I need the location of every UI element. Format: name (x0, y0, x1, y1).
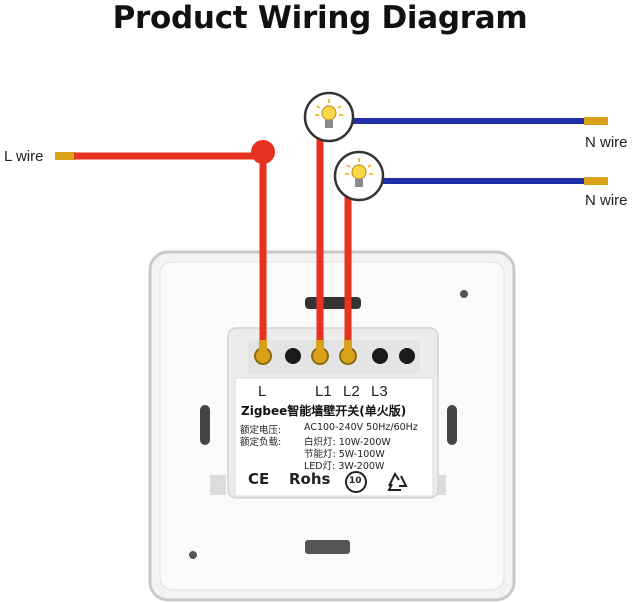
l-wire-tip (55, 152, 75, 160)
page-title: Product Wiring Diagram (112, 0, 528, 36)
light-bulb-icon (303, 91, 355, 143)
terminal-strip (248, 340, 420, 374)
terminal-label-l1: L1 (315, 383, 332, 400)
terminal-screw-L2 (339, 347, 357, 365)
spec-key: 额定负载: (240, 437, 282, 448)
recycle-icon (387, 472, 408, 491)
corner-hole (460, 290, 468, 298)
l2-wire-end (344, 340, 352, 350)
terminal-screw (372, 348, 388, 364)
neutral-wire-2-tip (584, 177, 608, 185)
terminal-label-l2: L2 (343, 383, 360, 400)
terminal-screw (285, 348, 301, 364)
terminal-label-l: L (258, 383, 267, 400)
bottom-slot (305, 540, 350, 554)
spec-value: LED灯: 3W-200W (304, 461, 385, 472)
spec-key: 额定电压: (240, 425, 282, 436)
side-slot-right (447, 405, 457, 445)
corner-hole (189, 551, 197, 559)
ten-year-badge (345, 471, 367, 493)
neutral-wire-1-tip (584, 117, 608, 125)
l-wire-end (259, 340, 267, 350)
ce-mark: CE (248, 470, 270, 488)
light-bulb-icon (333, 150, 385, 202)
terminal-label-l3: L3 (371, 383, 388, 400)
spec-value: AC100-240V 50Hz/60Hz (304, 422, 418, 433)
top-slot (305, 297, 361, 309)
terminal-screw (399, 348, 415, 364)
n-wire-2-label: N wire (585, 192, 628, 209)
ten-year-mark: 10 (349, 476, 362, 486)
terminal-screw-L1 (311, 347, 329, 365)
clip-tab (210, 475, 226, 495)
n-wire-1-label: N wire (585, 134, 628, 151)
spec-value: 白炽灯: 10W-200W (304, 437, 391, 448)
terminal-screw-L (254, 347, 272, 365)
side-slot-left (200, 405, 210, 445)
l1-wire-end (316, 340, 324, 350)
l-wire-label: L wire (4, 148, 44, 165)
product-name: Zigbee智能墙壁开关(单火版) (241, 404, 407, 418)
spec-label (234, 377, 434, 497)
spec-value: 节能灯: 5W-100W (304, 449, 385, 460)
rohs-mark: Rohs (289, 470, 331, 488)
terminal-labels: L L1 L2 L3 (240, 383, 400, 403)
junction-dot-icon (251, 140, 275, 164)
